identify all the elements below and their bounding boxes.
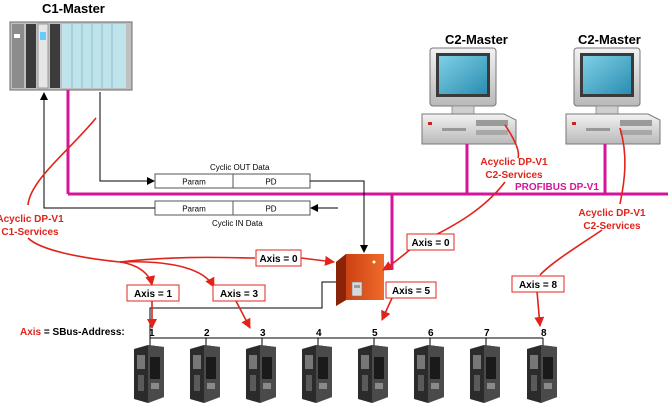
svg-text:Axis = 0: Axis = 0 <box>259 254 298 265</box>
svg-text:Axis = 0: Axis = 0 <box>411 238 450 249</box>
c1-services-label: Acyclic DP-V1 C1-Services <box>0 214 64 238</box>
cyclic-out-title: Cyclic OUT Data <box>210 163 270 172</box>
c2-master-title-1: C2-Master <box>445 32 508 47</box>
cyclic-out-box: Param PD <box>154 173 311 189</box>
cyclic-out-param: Param <box>182 178 206 187</box>
c2-services-label-mid: Acyclic DP-V1 C2-Services <box>480 157 548 181</box>
svg-text:Axis = 1: Axis = 1 <box>134 289 173 300</box>
address-number: 2 <box>204 328 210 339</box>
axis-box-0-right: Axis = 0 <box>406 233 455 251</box>
plc-rack-icon <box>9 21 133 91</box>
cyclic-data-arrows <box>40 92 368 253</box>
drive-inverter-icon <box>134 345 164 403</box>
address-number: 6 <box>428 328 434 339</box>
c1-master-title: C1-Master <box>42 1 105 16</box>
pc-workstation-icon <box>565 47 661 145</box>
acyclic-service-curves <box>27 117 626 329</box>
cyclic-in-box: Param PD <box>154 200 311 216</box>
axis-box-8: Axis = 8 <box>511 275 565 293</box>
axis-box-5: Axis = 5 <box>385 281 437 299</box>
svg-text:Axis = 8: Axis = 8 <box>519 280 558 291</box>
c2-master-title-2: C2-Master <box>578 32 641 47</box>
drive-inverter-icon <box>527 345 557 403</box>
drive-inverter-icon <box>190 345 220 403</box>
svg-text:C2-Services: C2-Services <box>485 170 543 181</box>
cyclic-in-pd: PD <box>265 205 276 214</box>
pc-workstation-icon <box>421 47 517 145</box>
c2-services-label-right: Acyclic DP-V1 C2-Services <box>578 208 646 232</box>
svg-text:Axis = 5: Axis = 5 <box>392 286 431 297</box>
address-number: 3 <box>260 328 266 339</box>
drive-inverter-icon <box>358 345 388 403</box>
svg-text:C2-Services: C2-Services <box>583 221 641 232</box>
axis-box-0-left: Axis = 0 <box>255 249 302 267</box>
address-number: 7 <box>484 328 490 339</box>
svg-text:C1-Services: C1-Services <box>1 227 59 238</box>
address-number: 4 <box>316 328 322 339</box>
cyclic-out-pd: PD <box>265 178 276 187</box>
drive-inverter-icon <box>302 345 332 403</box>
address-number: 8 <box>541 328 547 339</box>
svg-text:Acyclic DP-V1: Acyclic DP-V1 <box>0 214 64 225</box>
svg-text:Axis = 3: Axis = 3 <box>220 289 259 300</box>
address-number: 5 <box>372 328 378 339</box>
drive-inverter-icon <box>470 345 500 403</box>
sbus-address-numbers: 1 2 3 4 5 6 7 8 <box>149 328 547 339</box>
cyclic-in-param: Param <box>182 205 206 214</box>
sbus-address-label: Axis = SBus-Address: <box>20 327 125 338</box>
drive-inverter-icon <box>246 345 276 403</box>
gateway-device-icon <box>336 254 384 306</box>
axis-box-1: Axis = 1 <box>126 284 180 302</box>
address-number: 1 <box>149 328 155 339</box>
axis-box-3: Axis = 3 <box>212 284 266 302</box>
svg-text:Acyclic DP-V1: Acyclic DP-V1 <box>480 157 548 168</box>
svg-text:Acyclic DP-V1: Acyclic DP-V1 <box>578 208 646 219</box>
drive-inverter-icon <box>414 345 444 403</box>
profibus-label: PROFIBUS DP-V1 <box>515 182 599 193</box>
cyclic-in-title: Cyclic IN Data <box>212 219 263 228</box>
